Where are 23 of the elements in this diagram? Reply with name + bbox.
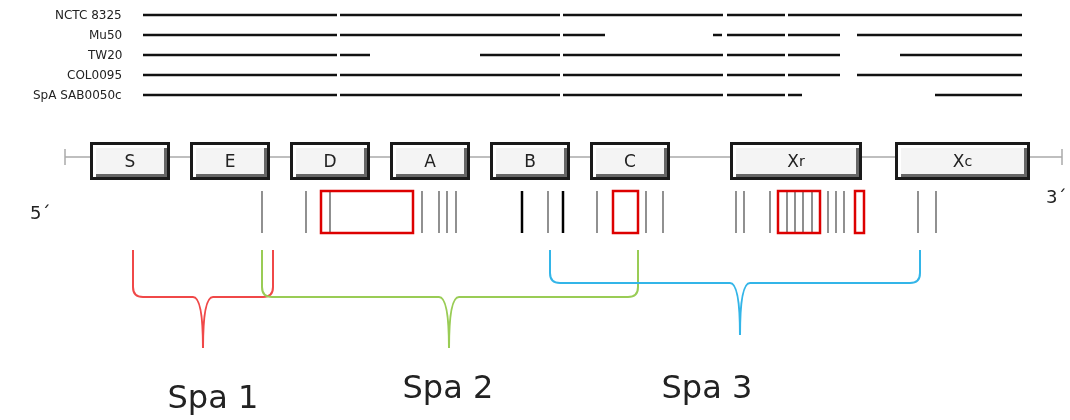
strain-label: COL0095: [67, 68, 123, 82]
strain-label: Mu50: [89, 28, 123, 42]
strain-label: NCTC 8325: [55, 8, 122, 22]
connector-line: [569, 156, 591, 158]
connector-line: [169, 156, 191, 158]
end-label: 3´: [1046, 186, 1067, 207]
domain-box: D: [290, 142, 370, 180]
strain-label: TW20: [88, 48, 123, 62]
domain-box: B: [490, 142, 570, 180]
connector-line: [469, 156, 491, 158]
connector-line: [369, 156, 391, 158]
domain-box: C: [590, 142, 670, 180]
domain-box: A: [390, 142, 470, 180]
domain-box: S: [90, 142, 170, 180]
connector-line: [269, 156, 291, 158]
strain-label: SpA SAB0050c: [33, 88, 122, 102]
connector-line: [861, 156, 896, 158]
group-label: Spa 2: [402, 368, 494, 406]
group-label: Spa 3: [661, 368, 753, 406]
end-label: 5´: [30, 202, 51, 223]
domain-box: E: [190, 142, 270, 180]
group-label: Spa 1: [167, 378, 259, 416]
connector-line: [669, 156, 731, 158]
